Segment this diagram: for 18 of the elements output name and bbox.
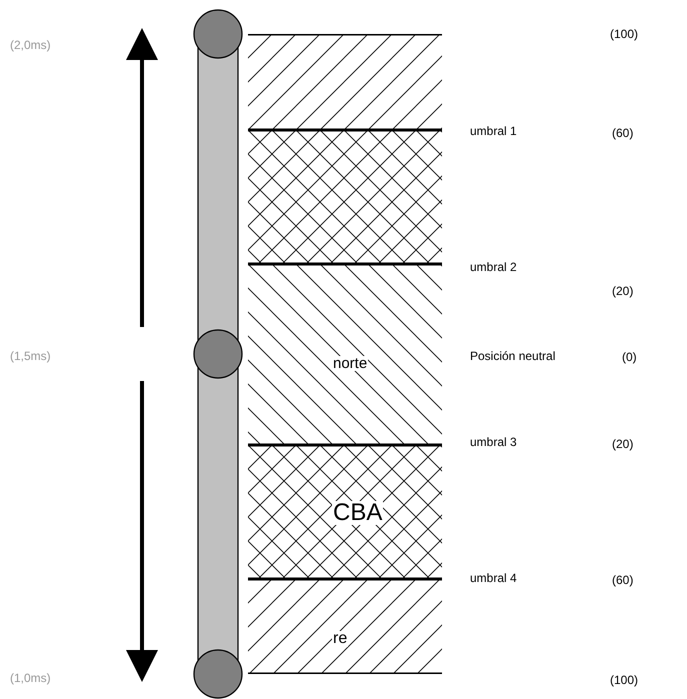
value-label: (60) [612,574,634,586]
zone-label: CBA [332,501,384,525]
time-label: (1,5ms) [10,350,51,362]
value-label: (100) [610,28,638,40]
threshold-label: umbral 3 [470,436,517,448]
zone-label: norte [332,356,368,371]
value-label: (60) [612,127,634,139]
threshold-label: umbral 2 [470,261,517,273]
value-label: (20) [612,285,634,297]
value-label: (20) [612,438,634,450]
time-label: (1,0ms) [10,672,51,684]
threshold-label: umbral 1 [470,125,517,137]
zone-label: re [332,631,348,647]
threshold-label: umbral 4 [470,572,517,584]
time-label: (2,0ms) [10,39,51,51]
value-label: (100) [610,674,638,686]
position-label: Posición neutral [470,350,556,362]
value-label: (0) [622,351,637,363]
